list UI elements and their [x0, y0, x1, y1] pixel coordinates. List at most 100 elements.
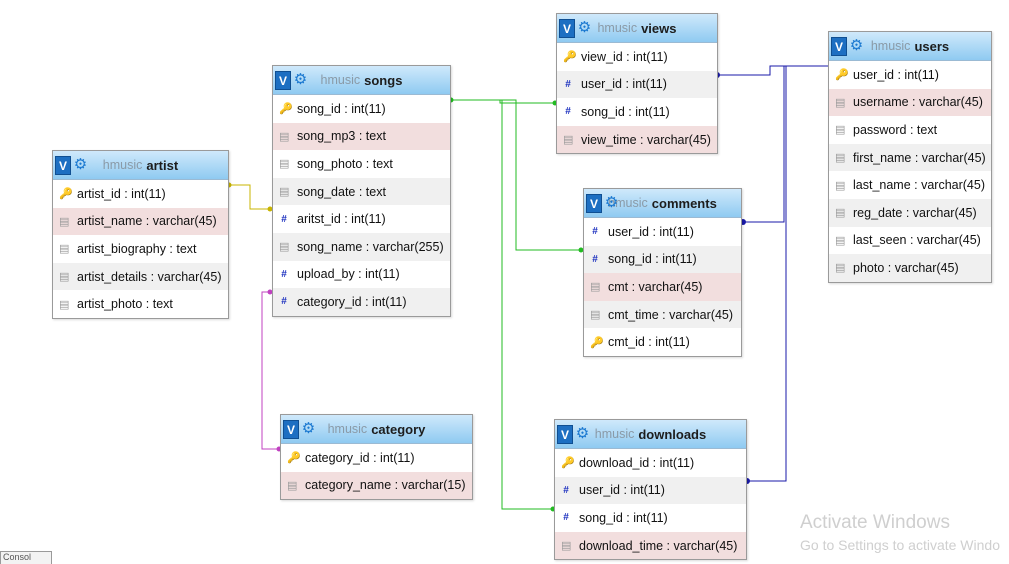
column-row[interactable]: ▤artist_biography : text [53, 235, 228, 263]
column-icon: ▤ [835, 124, 846, 137]
column-row[interactable]: ▤song_name : varchar(255) [273, 232, 450, 261]
column-row[interactable]: 🔑song_id : int(11) [273, 95, 450, 123]
column-icon: ▤ [59, 298, 70, 311]
collapse-toggle-icon[interactable]: V [557, 425, 573, 444]
column-icon: ▤ [590, 309, 601, 322]
column-row[interactable]: #song_id : int(11) [555, 504, 746, 532]
column-label: song_id : int(11) [579, 510, 668, 525]
table-name: downloads [638, 426, 707, 442]
column-row[interactable]: 🔑artist_id : int(11) [53, 180, 228, 208]
column-label: song_id : int(11) [608, 252, 697, 267]
gear-icon[interactable]: ⚙ [301, 420, 316, 437]
column-row[interactable]: ▤last_name : varchar(45) [829, 171, 991, 199]
primary-key-icon: 🔑 [561, 457, 575, 470]
relation-users-comments [740, 65, 828, 223]
column-row[interactable]: ▤view_time : varchar(45) [557, 125, 717, 154]
index-icon: # [281, 268, 287, 280]
primary-key-icon: 🔑 [287, 452, 301, 465]
column-icon: ▤ [561, 540, 572, 553]
relation-users-downloads [744, 65, 828, 482]
column-icon: ▤ [59, 215, 70, 228]
column-row[interactable]: #user_id : int(11) [557, 70, 717, 99]
column-row[interactable]: ▤photo : varchar(45) [829, 254, 991, 282]
column-row[interactable]: ▤last_seen : varchar(45) [829, 227, 991, 255]
column-icon: ▤ [287, 479, 298, 492]
column-row[interactable]: #upload_by : int(11) [273, 261, 450, 289]
collapse-toggle-icon[interactable]: V [275, 71, 291, 90]
column-row[interactable]: ▤download_time : varchar(45) [555, 531, 746, 560]
column-row[interactable]: ▤song_date : text [273, 177, 450, 206]
activate-windows-subtitle: Go to Settings to activate Windo [800, 537, 1000, 553]
index-icon: # [565, 78, 571, 90]
column-label: song_photo : text [297, 156, 393, 171]
relation-users-views [714, 65, 828, 76]
gear-icon[interactable]: ⚙ [73, 156, 88, 173]
column-icon: ▤ [835, 152, 846, 165]
column-row[interactable]: ▤artist_name : varchar(45) [53, 207, 228, 236]
collapse-toggle-icon[interactable]: V [559, 19, 575, 38]
column-row[interactable]: #song_id : int(11) [557, 98, 717, 126]
column-label: user_id : int(11) [579, 483, 665, 498]
column-label: song_id : int(11) [581, 104, 670, 119]
collapse-toggle-icon[interactable]: V [831, 37, 847, 56]
column-row[interactable]: ▤cmt : varchar(45) [584, 273, 741, 301]
column-label: view_time : varchar(45) [581, 132, 711, 147]
column-row[interactable]: ▤song_mp3 : text [273, 122, 450, 151]
column-row[interactable]: ▤artist_photo : text [53, 290, 228, 318]
collapse-toggle-icon[interactable]: V [55, 156, 71, 175]
column-row[interactable]: #aritst_id : int(11) [273, 205, 450, 233]
column-row[interactable]: 🔑cmt_id : int(11) [584, 328, 741, 356]
collapse-toggle-icon[interactable]: V [283, 420, 299, 439]
table-name: songs [364, 72, 403, 88]
database-name: hmusic [597, 21, 638, 35]
column-row[interactable]: 🔑view_id : int(11) [557, 43, 717, 71]
column-row[interactable]: ▤category_name : varchar(15) [281, 471, 472, 500]
column-label: username : varchar(45) [853, 95, 983, 110]
console-tab[interactable]: Consol [0, 551, 52, 564]
column-row[interactable]: #category_id : int(11) [273, 288, 450, 316]
column-row[interactable]: ▤password : text [829, 116, 991, 144]
column-row[interactable]: ▤username : varchar(45) [829, 88, 991, 117]
gear-icon[interactable]: ⚙ [577, 19, 592, 36]
column-row[interactable]: ▤cmt_time : varchar(45) [584, 300, 741, 329]
column-row[interactable]: ▤reg_date : varchar(45) [829, 198, 991, 227]
table-name: artist [146, 157, 179, 173]
column-row[interactable]: # user_id : int(11) [584, 218, 741, 246]
column-row[interactable]: 🔑 category_id : int(11) [281, 444, 472, 472]
column-label: download_id : int(11) [579, 455, 695, 470]
column-label: user_id : int(11) [608, 224, 694, 239]
index-icon: # [592, 226, 598, 238]
gear-icon[interactable]: ⚙ [293, 71, 308, 88]
column-label: last_seen : varchar(45) [853, 233, 981, 248]
column-row[interactable]: 🔑 download_id : int(11) [555, 449, 746, 477]
column-label: category_id : int(11) [305, 450, 415, 465]
primary-key-icon: 🔑 [563, 51, 577, 64]
column-row[interactable]: #song_id : int(11) [584, 245, 741, 274]
index-icon: # [281, 296, 287, 308]
column-row[interactable]: ▤song_photo : text [273, 150, 450, 178]
column-row[interactable]: 🔑user_id : int(11) [829, 61, 991, 89]
gear-icon[interactable]: ⚙ [604, 194, 619, 211]
gear-icon[interactable]: ⚙ [849, 37, 864, 54]
column-row[interactable]: ▤artist_details : varchar(45) [53, 262, 228, 291]
column-row[interactable]: ▤first_name : varchar(45) [829, 143, 991, 172]
column-row[interactable]: #user_id : int(11) [555, 476, 746, 505]
collapse-toggle-icon[interactable]: V [586, 194, 602, 213]
column-label: aritst_id : int(11) [297, 212, 386, 227]
column-icon: ▤ [59, 271, 70, 284]
gear-icon[interactable]: ⚙ [575, 425, 590, 442]
